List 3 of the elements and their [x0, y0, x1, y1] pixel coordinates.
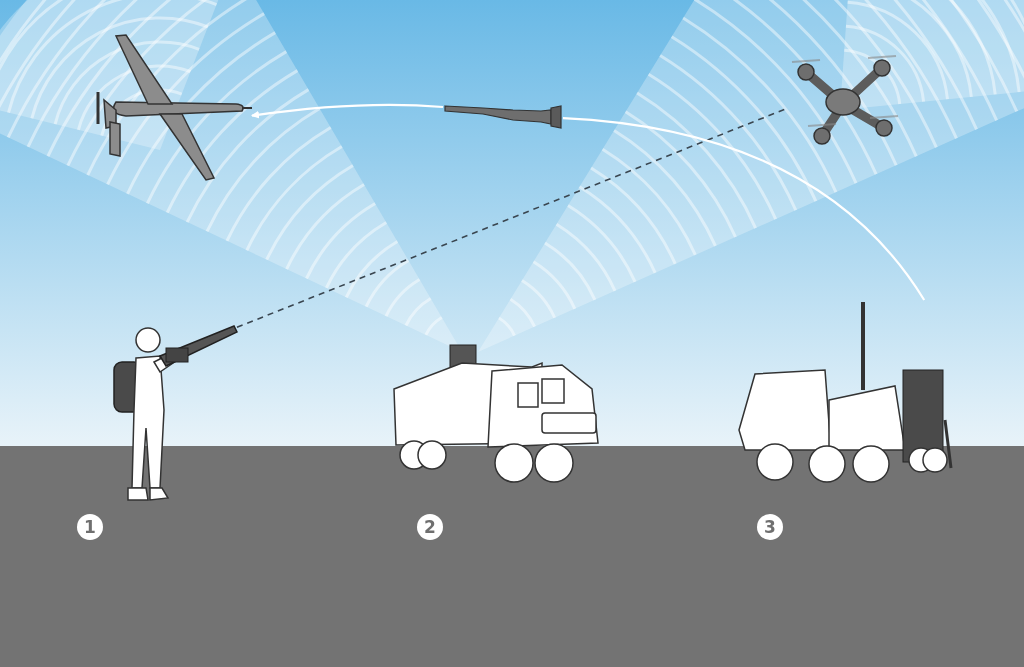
dashed-line — [236, 108, 787, 329]
flight-path-arrow — [251, 103, 444, 119]
truck-drawing — [392, 343, 600, 485]
